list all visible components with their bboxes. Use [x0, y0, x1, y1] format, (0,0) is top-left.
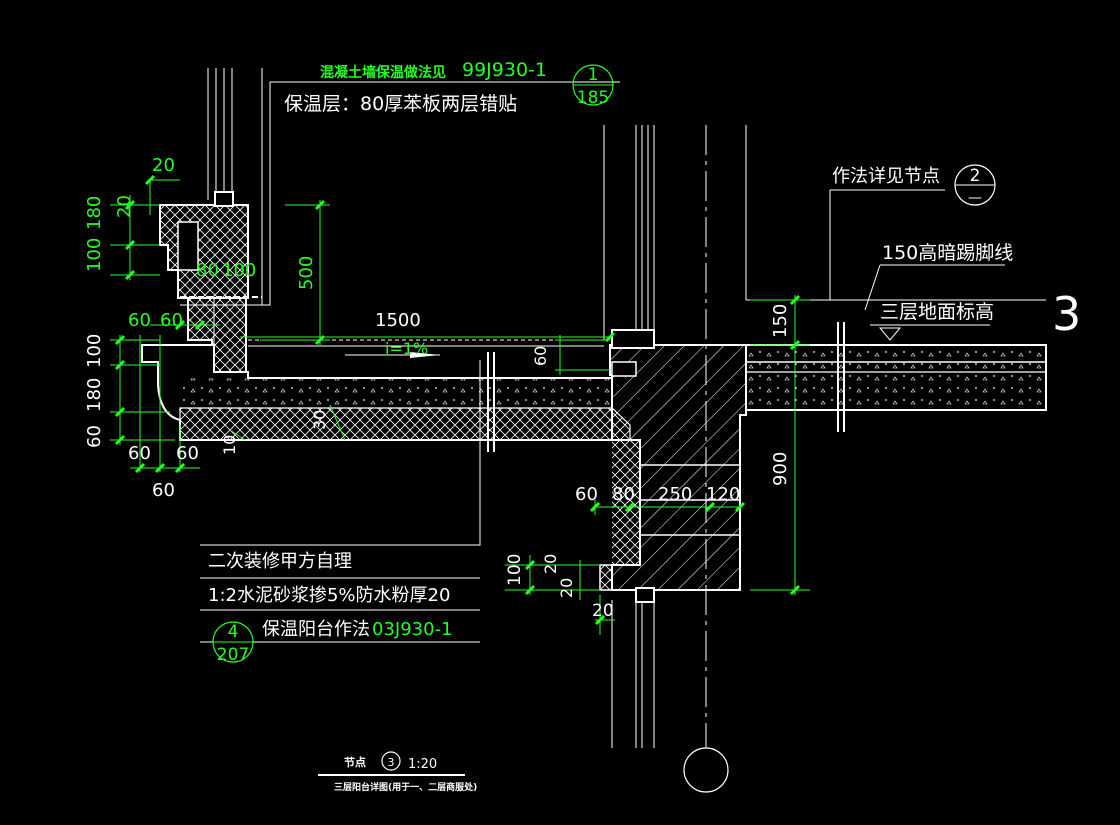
dim-60-step: 60	[531, 346, 550, 366]
dim-20-top: 20	[152, 155, 175, 176]
dim-20-low-a: 20	[541, 554, 560, 574]
dim-60-bot-a: 60	[128, 443, 151, 464]
dim-10: 10	[220, 435, 239, 455]
annotations: 混凝土墙保温做法见 99J930-1 1 185 保温层：80厚苯板两层错贴 作…	[84, 59, 1081, 793]
balcony-ref-code: 03J930-1	[372, 619, 453, 640]
dim-60-c: 60	[575, 484, 598, 505]
ref-code-99j930: 99J930-1	[462, 59, 547, 81]
ref1-detail-num: 1	[588, 65, 599, 85]
ref4-page-num: 207	[217, 645, 249, 665]
title-number: 3	[388, 756, 395, 769]
dim-20-v: 20	[114, 195, 135, 218]
dimension-ticks	[114, 174, 801, 626]
baseboard-note: 150高暗踢脚线	[882, 242, 1013, 264]
parapet-section	[159, 191, 262, 299]
dim-1500: 1500	[375, 310, 421, 331]
title-scale: 1:20	[408, 757, 437, 772]
balcony-note-line3: 保温阳台作法	[262, 619, 370, 640]
balcony-note-line1: 二次装修甲方自理	[208, 551, 352, 572]
upper-wall-lines	[207, 68, 263, 305]
ref1-page-num: 185	[577, 88, 609, 108]
balcony-note-line2: 1:2水泥砂浆掺5%防水粉厚20	[208, 585, 450, 606]
ref2-detail-num: 2	[970, 166, 981, 186]
dim-80-c: 80	[612, 484, 635, 505]
dim-150: 150	[770, 304, 791, 338]
dim-60a: 60	[128, 310, 151, 331]
break-lines	[487, 322, 845, 452]
dim-100b: 100	[222, 260, 256, 281]
title-subtitle: 三层阳台详图(用于一、二层商服处)	[334, 781, 477, 793]
floor-level-note: 三层地面标高	[880, 301, 994, 323]
reference-circles	[212, 64, 996, 793]
dim-500: 500	[296, 256, 317, 290]
dim-60-bot-c: 60	[152, 480, 175, 501]
concrete-wall-note: 混凝土墙保温做法见	[320, 64, 446, 81]
title-label: 节点	[344, 755, 366, 769]
dim-80: 80	[196, 260, 219, 281]
dim-60b: 60	[160, 310, 183, 331]
dim-900: 900	[770, 452, 791, 486]
axis-label: 3	[1052, 287, 1081, 341]
dim-180: 180	[84, 196, 105, 230]
right-wall-lines	[603, 125, 747, 748]
ref2-page-num: —	[968, 190, 982, 206]
dim-30: 30	[310, 410, 329, 430]
insulation-note: 保温层：80厚苯板两层错贴	[284, 93, 517, 115]
node-note: 作法详见节点	[832, 166, 940, 187]
slope-label: i=1%	[385, 339, 428, 358]
dim-60-bot-b: 60	[176, 443, 199, 464]
dim-120: 120	[706, 484, 740, 505]
dim-60-left: 60	[84, 425, 105, 448]
ref4-detail-num: 4	[228, 622, 239, 642]
dim-100: 100	[84, 238, 105, 272]
dim-180-left: 180	[84, 378, 105, 412]
dim-20-low-c: 20	[592, 601, 614, 621]
dim-20-low-b: 20	[557, 578, 576, 598]
dim-250: 250	[658, 484, 692, 505]
dim-100-left: 100	[84, 334, 105, 368]
beam-section	[599, 329, 747, 603]
dim-100-low: 100	[505, 554, 525, 586]
